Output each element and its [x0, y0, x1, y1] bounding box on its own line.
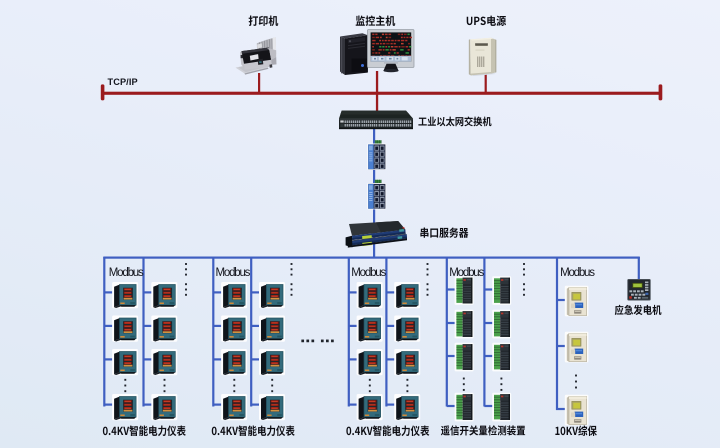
svg-text:Modbus: Modbus [560, 267, 595, 279]
svg-text:TCP/IP: TCP/IP [108, 77, 138, 87]
svg-text:Modbus: Modbus [216, 267, 251, 279]
svg-text:Modbus: Modbus [449, 267, 484, 279]
svg-text:Modbus: Modbus [109, 267, 144, 279]
svg-text:Modbus: Modbus [351, 267, 386, 279]
